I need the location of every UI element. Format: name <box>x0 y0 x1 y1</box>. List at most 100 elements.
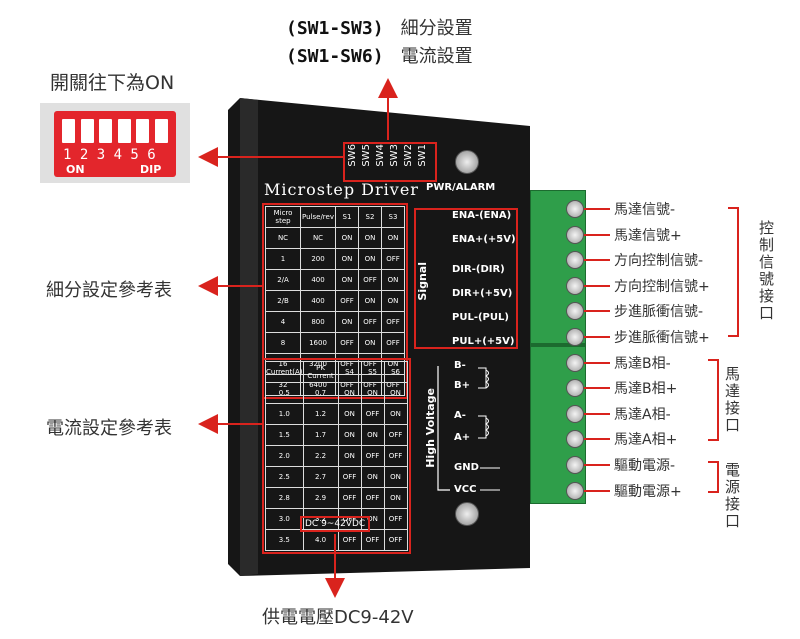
group-brackets <box>708 207 739 493</box>
dip-lever <box>117 119 131 143</box>
dip-numbers: 1 2 3 4 5 6 <box>63 147 156 163</box>
terminal-leader-line <box>584 233 610 236</box>
terminal-leader-line <box>584 412 610 415</box>
motor-interface-label: 馬達接口 <box>723 366 741 434</box>
dc-voltage-label: DC 9~42VDC <box>300 516 371 532</box>
terminal-leader-line <box>584 464 610 466</box>
terminal-label: 步進脈衝信號- <box>614 304 704 321</box>
terminal-screw <box>566 404 584 423</box>
terminal-leader-line <box>584 336 610 338</box>
terminal-leader-line <box>584 387 610 390</box>
terminal-label: 馬達A相- <box>614 406 671 423</box>
terminal-screw <box>566 302 584 321</box>
screw-top <box>455 150 479 174</box>
dip-lever <box>62 119 75 143</box>
pin-b-plus: B+ <box>454 380 471 391</box>
sw1-sw6-code: (SW1-SW6) <box>286 46 384 67</box>
terminal-screw <box>566 225 584 244</box>
driver-title: Microstep Driver <box>264 180 419 199</box>
signal-pins-box <box>414 208 518 349</box>
sw1-sw3-code: (SW1-SW3) <box>286 18 384 39</box>
terminal-label: 驅動電源- <box>614 458 676 474</box>
terminal-screw <box>566 251 584 270</box>
terminal-label: 方向控制信號- <box>614 253 704 270</box>
terminal-leader-line <box>584 208 610 210</box>
terminal-screw <box>566 353 584 372</box>
terminal-leader-line <box>584 361 610 364</box>
pin-a-minus: A- <box>454 410 466 421</box>
pin-dir-plus: DIR+(+5V) <box>452 288 513 299</box>
micro-table-label: 細分設定參考表 <box>46 280 172 301</box>
terminal-screw <box>566 430 584 449</box>
micro-step-cell: ON <box>381 290 405 312</box>
sw1-sw6-desc: 電流設置 <box>400 46 473 67</box>
terminal-screw <box>566 328 584 346</box>
current-cell: ON <box>383 466 408 488</box>
terminal-label: 馬達A相+ <box>614 432 678 449</box>
dip-on-text: ON <box>66 163 85 176</box>
pin-gnd: GND <box>454 462 479 473</box>
terminal-label: 驅動電源+ <box>614 483 682 500</box>
dip-dip-text: DIP <box>140 163 162 176</box>
control-interface-label: 控制信號接口 <box>757 220 775 322</box>
current-setting-label: (SW1-SW6) 電流設置 <box>286 42 473 68</box>
terminal-screw <box>566 379 584 398</box>
pin-b-minus: B- <box>454 360 466 371</box>
terminal-leader-line <box>584 310 610 313</box>
subdivision-setting-label: (SW1-SW3) 細分設置 <box>286 14 473 40</box>
dip-lever <box>99 119 113 143</box>
dip-levers <box>62 119 168 143</box>
power-supply-label: 供電電壓DC9-42V <box>262 607 414 628</box>
terminal-screw <box>566 481 584 500</box>
terminal-leader-line <box>584 259 610 262</box>
terminal-screw <box>566 276 584 295</box>
dip-lever <box>80 119 94 143</box>
dip-lever <box>136 119 150 143</box>
terminal-label: 馬達B相- <box>614 355 671 372</box>
dip-lever <box>154 119 168 143</box>
dip-caption: 開關往下為ON <box>50 72 175 94</box>
stepper-driver: SW6 SW5 SW4 SW3 SW2 SW1 Microstep Driver… <box>228 98 530 576</box>
power-interface-label: 電源接口 <box>723 462 741 530</box>
pin-a-plus: A+ <box>454 432 471 443</box>
pin-dir-minus: DIR-(DIR) <box>452 264 505 275</box>
current-cell: 3.5 <box>265 529 304 551</box>
micro-step-cell: ON <box>381 269 405 291</box>
dip-closeup: 1 2 3 4 5 6 ON DIP <box>40 103 190 183</box>
terminal-leader-line <box>584 489 610 492</box>
terminal-leader-line <box>584 284 610 287</box>
terminal-screw <box>566 456 584 474</box>
pin-pul-plus: PUL+(+5V) <box>452 336 515 347</box>
current-table-label: 電流設定參考表 <box>46 418 172 439</box>
terminal-label: 馬達B相+ <box>614 381 678 398</box>
pin-ena-plus: ENA+(+5V) <box>452 234 516 245</box>
terminal-label: 方向控制信號+ <box>614 278 710 295</box>
pin-ena-minus: ENA-(ENA) <box>452 210 512 221</box>
terminal-label: 馬達信號- <box>614 202 676 218</box>
sw1-sw3-desc: 細分設置 <box>400 18 473 39</box>
pwr-alarm-label: PWR/ALARM <box>426 182 496 193</box>
terminal-leader-line <box>584 438 610 441</box>
current-cell: ON <box>383 382 408 404</box>
current-cell: OFF <box>383 529 408 551</box>
terminal-screw <box>566 200 584 218</box>
terminal-split <box>531 343 585 347</box>
terminal-label: 馬達信號+ <box>614 227 682 244</box>
pin-pul-minus: PUL-(PUL) <box>452 312 509 323</box>
sw-labels-box <box>343 142 437 182</box>
hv-wiring <box>437 366 500 491</box>
screw-bottom <box>455 502 479 526</box>
pin-vcc: VCC <box>454 484 477 495</box>
